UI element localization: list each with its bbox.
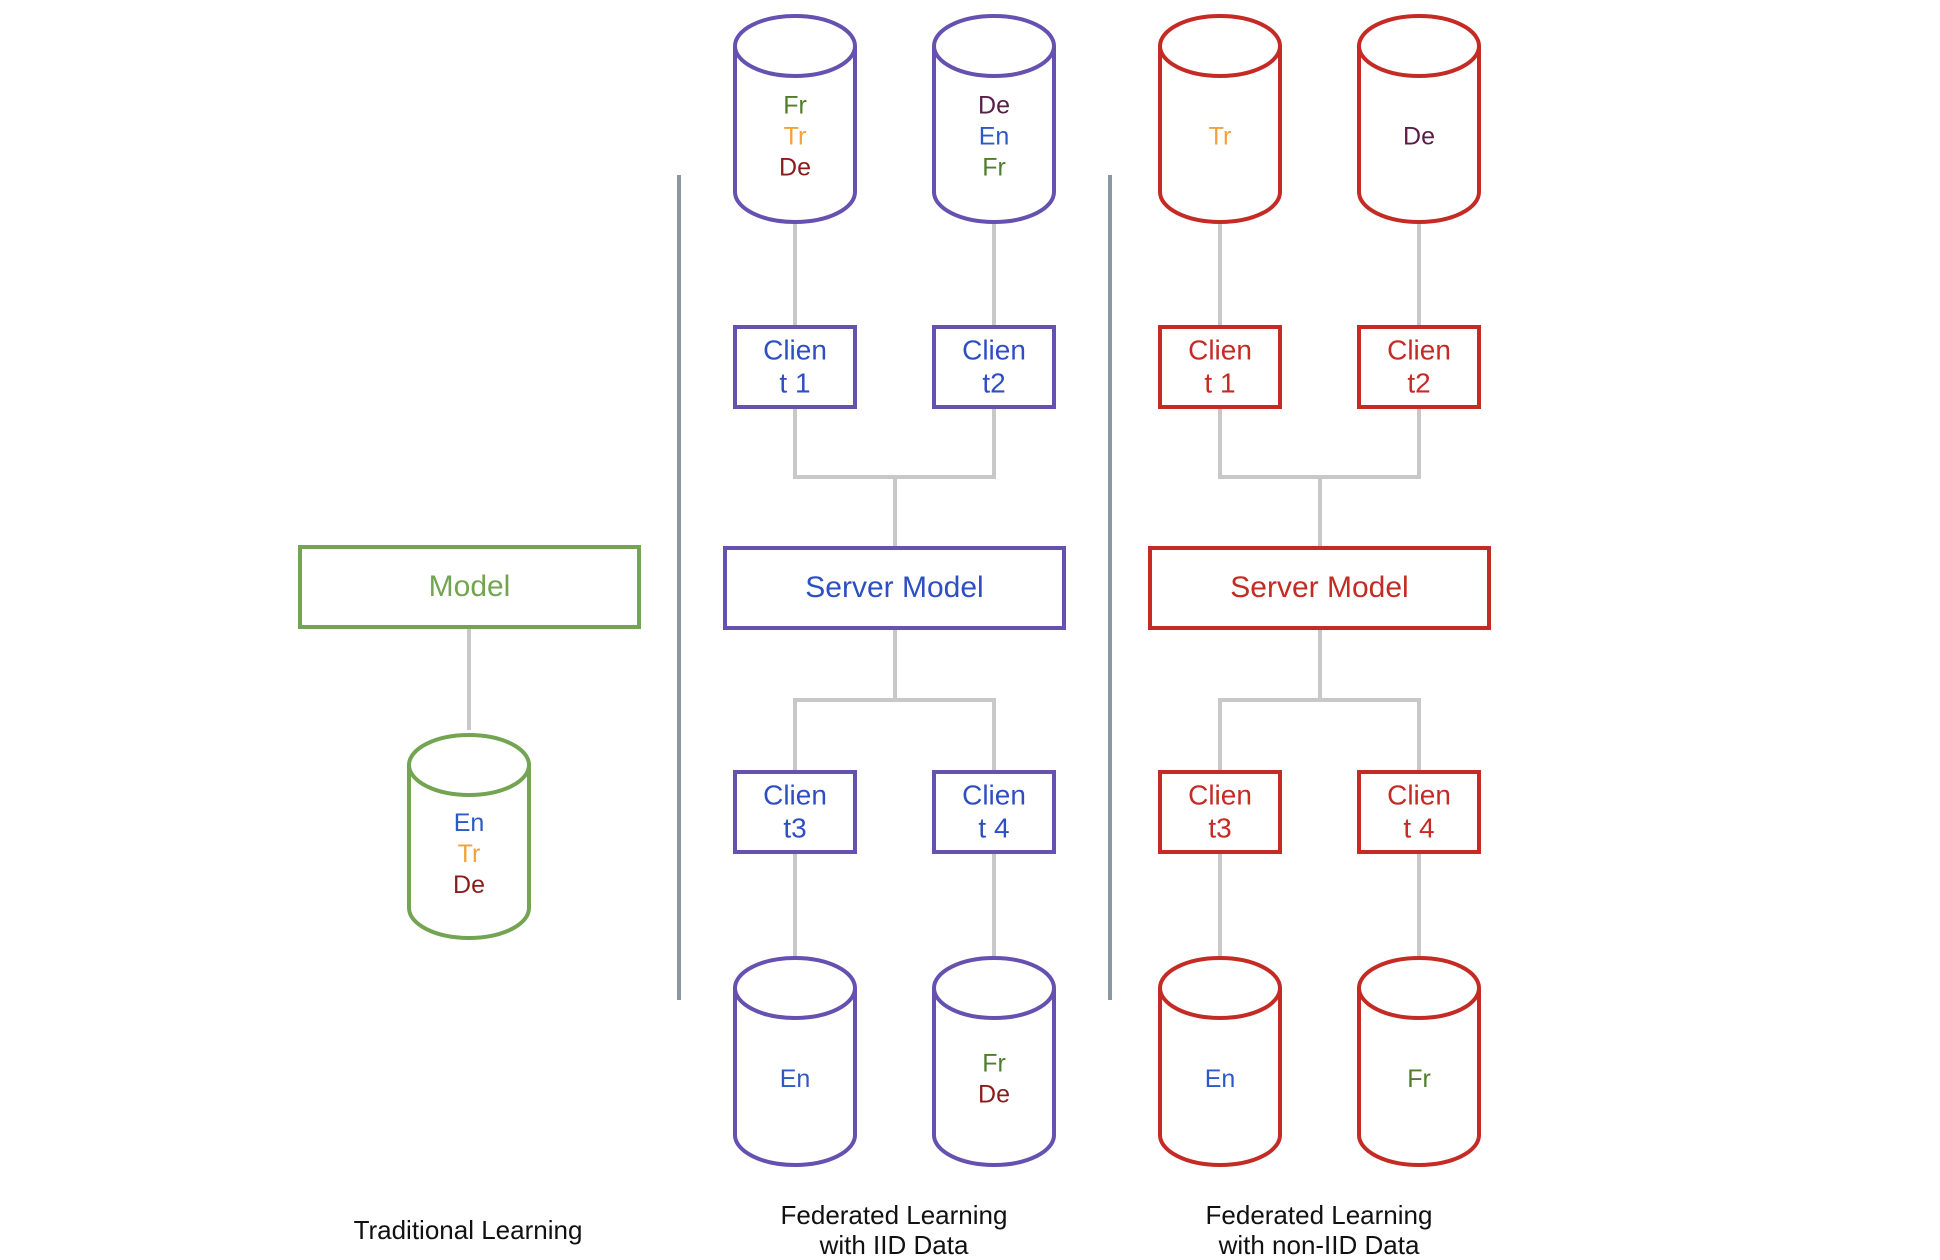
box-outline (1357, 325, 1481, 409)
language-label: Fr (783, 92, 807, 120)
cylinder-top (733, 956, 857, 1020)
language-label: Fr (982, 154, 1006, 182)
box-label: Clien (962, 334, 1026, 365)
language-label: Tr (784, 123, 807, 151)
box-outline (932, 770, 1056, 854)
cylinder-top (1357, 14, 1481, 78)
connector-line (793, 698, 996, 773)
cylinder-body (932, 988, 1056, 1167)
box-label: Clien (962, 779, 1026, 810)
box-label: Server Model (1230, 571, 1408, 604)
box-outline (1357, 770, 1481, 854)
cylinder-body (1158, 46, 1282, 224)
cylinder-body (733, 988, 857, 1167)
iid-server-model-box: Server Model (723, 546, 1066, 630)
box-outline (733, 325, 857, 409)
box-label: t2 (982, 367, 1005, 398)
language-label: De (453, 871, 485, 899)
box-label: Model (429, 570, 511, 603)
language-label: En (979, 123, 1010, 151)
caption-line: Federated Learning (780, 1200, 1008, 1230)
connector-line (793, 406, 996, 479)
box-outline (1158, 770, 1282, 854)
box-label: t 1 (779, 367, 810, 398)
noniid-database-client-3: En (1158, 956, 1282, 1167)
iid-database-client-3: En (733, 956, 857, 1167)
box-label: Clien (1387, 334, 1451, 365)
cylinder-top (1357, 956, 1481, 1020)
noniid-server-model-box: Server Model (1148, 546, 1491, 630)
box-outline (932, 325, 1056, 409)
caption-line: Traditional Learning (353, 1215, 583, 1245)
cylinder-body (733, 46, 857, 224)
cylinder-body (1357, 46, 1481, 224)
caption-line: with non-IID Data (1218, 1230, 1420, 1260)
traditional-model-box: Model (298, 545, 641, 629)
box-label: Clien (1188, 779, 1252, 810)
box-label: Clien (1387, 779, 1451, 810)
box-outline (1148, 546, 1491, 630)
box-outline (733, 770, 857, 854)
box-label: t 1 (1204, 367, 1235, 398)
box-label: t2 (1407, 367, 1430, 398)
box-label: Clien (763, 334, 827, 365)
caption-line: with IID Data (819, 1230, 969, 1260)
cylinder-top (932, 956, 1056, 1020)
language-label: En (1205, 1065, 1236, 1093)
language-label: Tr (1209, 123, 1232, 151)
cylinder-top (1158, 14, 1282, 78)
box-label: Server Model (805, 571, 983, 604)
cylinder-body (1357, 988, 1481, 1167)
cylinder-body (407, 765, 531, 940)
box-label: Clien (763, 779, 827, 810)
cylinder-top (932, 14, 1056, 78)
box-outline (723, 546, 1066, 630)
box-outline (298, 545, 641, 629)
iid-caption: Federated Learning with IID Data (714, 1200, 1074, 1260)
box-label: t3 (783, 812, 806, 843)
language-label: De (779, 154, 811, 182)
language-label: Fr (982, 1050, 1006, 1078)
language-label: De (1403, 123, 1435, 151)
connector-line (1218, 406, 1421, 479)
box-outline (1158, 325, 1282, 409)
box-label: t 4 (1403, 812, 1434, 843)
cylinder-top (733, 14, 857, 78)
box-label: t 4 (978, 812, 1009, 843)
box-label: Clien (1188, 334, 1252, 365)
cylinder-body (932, 46, 1056, 224)
language-label: De (978, 92, 1010, 120)
caption-line: Federated Learning (1205, 1200, 1433, 1230)
connector-line (1218, 698, 1421, 773)
cylinder-body (1158, 988, 1282, 1167)
noniid-database-client-2: De (1357, 14, 1481, 224)
cylinder-top (1158, 956, 1282, 1020)
language-label: En (454, 809, 485, 837)
language-label: Fr (1407, 1065, 1431, 1093)
noniid-database-client-1: Tr (1158, 14, 1282, 224)
traditional-learning-caption: Traditional Learning (288, 1215, 648, 1245)
language-label: En (780, 1065, 811, 1093)
box-label: t3 (1208, 812, 1231, 843)
cylinder-top (407, 733, 531, 797)
language-label: De (978, 1081, 1010, 1109)
noniid-caption: Federated Learning with non-IID Data (1139, 1200, 1499, 1260)
language-label: Tr (458, 840, 481, 868)
noniid-database-client-4: Fr (1357, 956, 1481, 1167)
